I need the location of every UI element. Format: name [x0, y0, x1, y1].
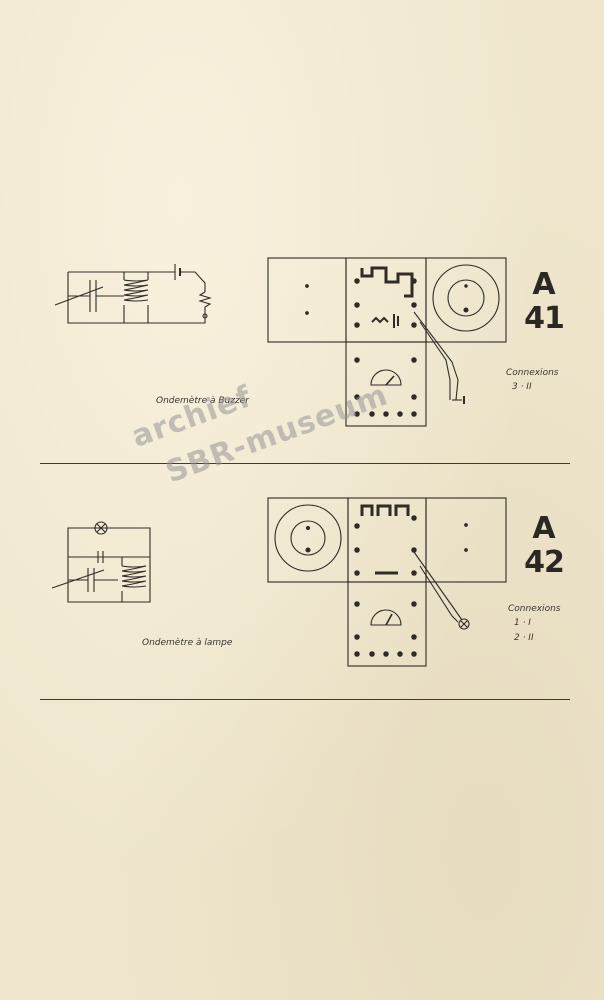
plate-letter: A	[532, 511, 556, 546]
buzzer-caption: Ondemètre à Buzzer	[156, 396, 249, 406]
connections-title: Connexions	[508, 604, 561, 614]
divider-rule	[40, 463, 570, 464]
connections-41: Connexions 3 · II	[506, 366, 558, 395]
plate-number: 42	[524, 545, 565, 580]
connection-line: 2 · II	[514, 632, 534, 643]
connection-line: 1 · I	[514, 618, 531, 629]
buzzer-panel-drawing	[267, 257, 507, 427]
lamp-circuit-schematic	[51, 521, 151, 603]
connection-line: 3 · II	[512, 382, 532, 393]
plate-number: 41	[524, 301, 565, 336]
lamp-caption: Ondemètre à lampe	[142, 638, 233, 648]
buzzer-circuit-schematic	[54, 264, 212, 324]
plate-label-42: A 42	[514, 514, 574, 578]
plate-letter: A	[532, 267, 556, 302]
connections-title: Connexions	[506, 368, 559, 378]
divider-rule	[40, 699, 570, 700]
lamp-panel-drawing	[267, 497, 507, 667]
connections-42: Connexions 1 · I 2 · II	[508, 602, 560, 645]
plate-label-41: A 41	[514, 270, 574, 334]
